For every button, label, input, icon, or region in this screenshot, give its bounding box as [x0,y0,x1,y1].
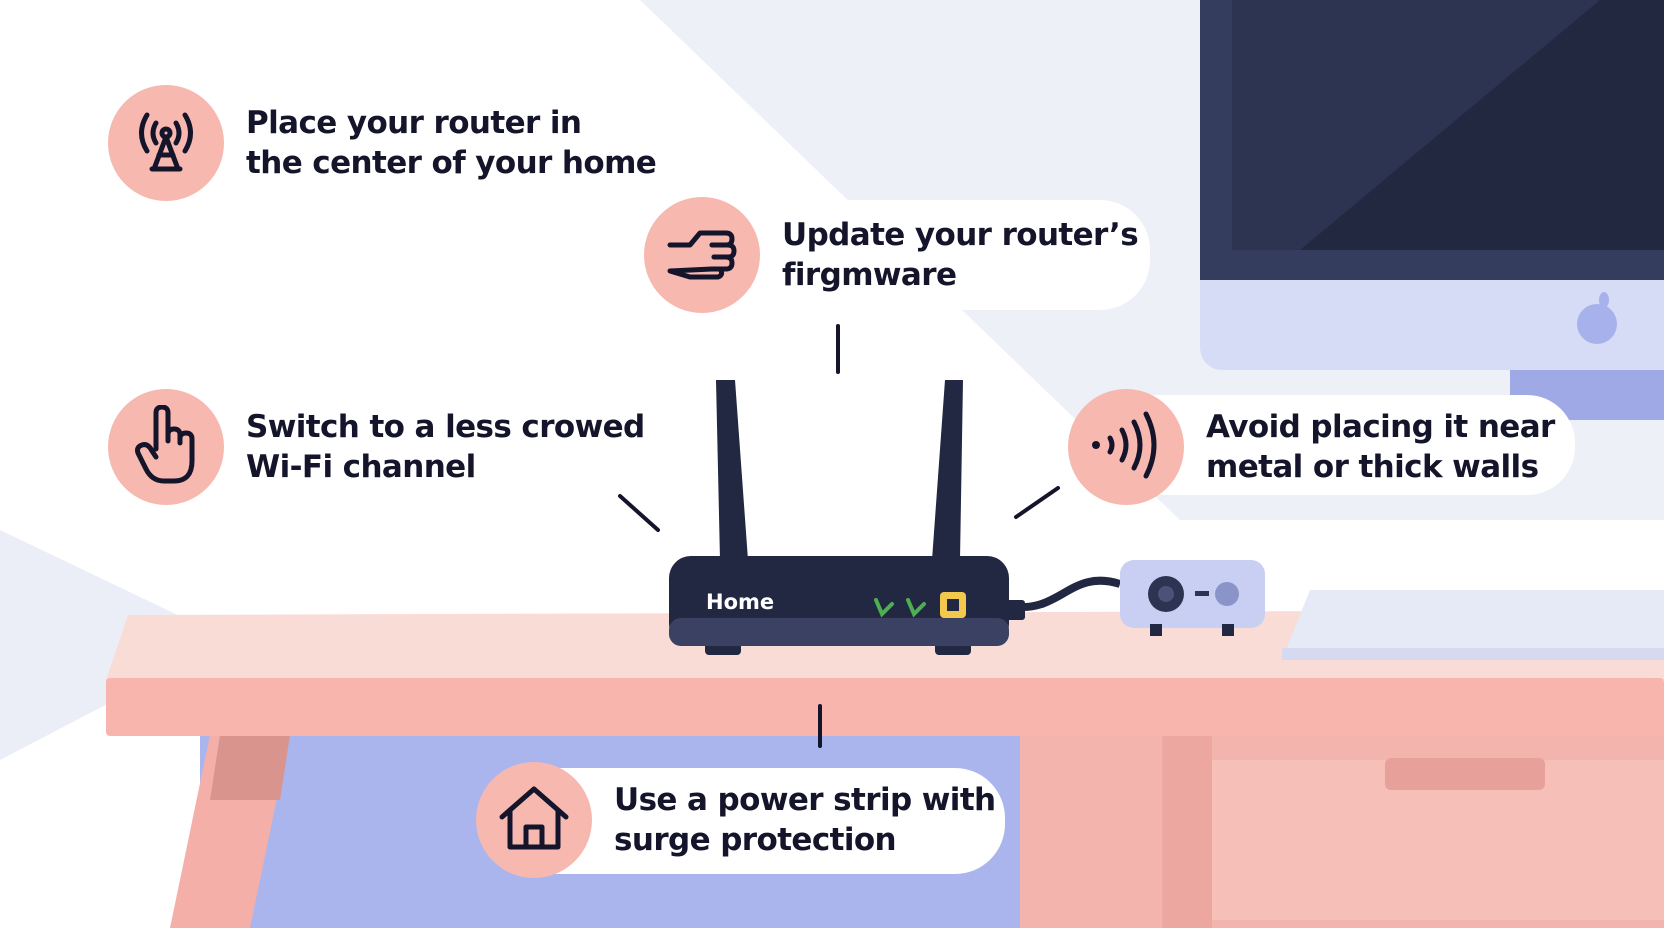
tip-line: Use a power strip with [614,782,996,818]
tip-update-firmware: Update your router’s firgmware [644,197,1139,313]
tip-text: Use a power strip with surge protection [614,780,996,860]
tip-line: Place your router in [246,105,582,141]
antenna-icon [130,105,202,181]
power-cable [1009,576,1122,612]
tip-icon-circle [1068,389,1184,505]
keyboard [1282,590,1664,660]
hand-point-icon [664,223,740,287]
apple-logo-icon [1577,304,1617,344]
signal-waves-icon [1086,410,1166,484]
callout-bubble [630,200,1150,310]
tip-text: Switch to a less crowed Wi-Fi channel [246,407,645,487]
home-icon [496,783,572,857]
tip-line: surge protection [614,822,897,858]
router-antenna [932,380,963,560]
monitor [1200,0,1664,450]
tip-icon-circle [108,85,224,201]
tip-text: Update your router’s firgmware [782,215,1139,295]
tip-line: Switch to a less crowed [246,409,645,445]
tip-line: firgmware [782,257,957,293]
tip-text: Place your router in the center of your … [246,103,657,183]
status-led-icon [906,598,926,618]
router-antenna [716,380,748,560]
tip-text: Avoid placing it near metal or thick wal… [1206,407,1555,487]
tip-line: Avoid placing it near [1206,409,1555,445]
router [669,380,1122,655]
tip-surge-protection: Use a power strip with surge protection [476,762,996,878]
finger-up-icon [134,404,198,489]
router-label: Home [706,590,775,614]
tip-line: metal or thick walls [1206,449,1539,485]
tip-line: Wi-Fi channel [246,449,476,485]
background-panel-left [0,530,230,760]
tip-avoid-metal: Avoid placing it near metal or thick wal… [1068,389,1555,505]
tip-router-placement: Place your router in the center of your … [108,85,657,201]
status-led-icon [874,598,894,618]
tip-icon-circle [476,762,592,878]
tip-line: Update your router’s [782,217,1139,253]
tip-icon-circle [108,389,224,505]
power-adapter [1120,560,1265,636]
tip-line: the center of your home [246,145,657,181]
callout-bubble [1070,395,1575,495]
connector-lines [618,324,1060,748]
tip-wifi-channel: Switch to a less crowed Wi-Fi channel [108,389,645,505]
callout-bubble [480,768,1005,874]
tip-icon-circle [644,197,760,313]
